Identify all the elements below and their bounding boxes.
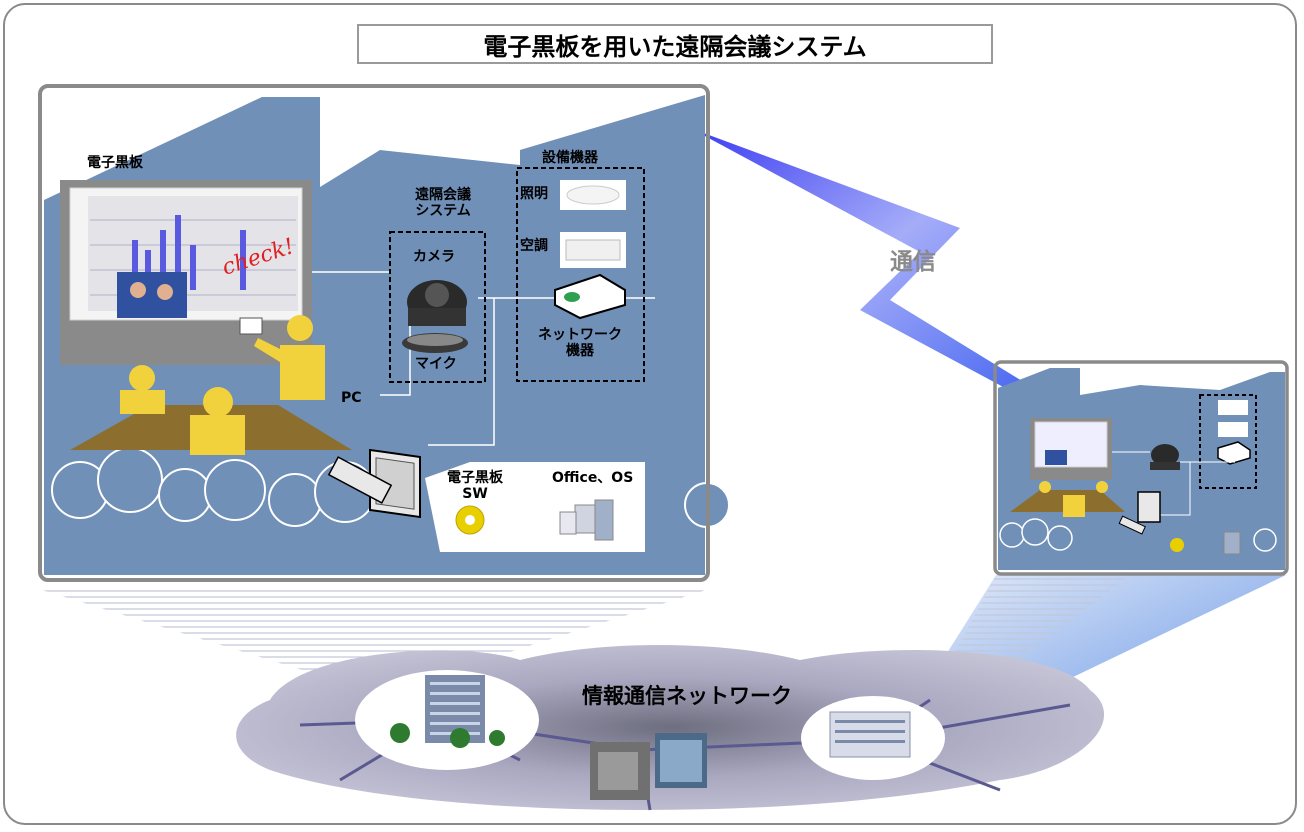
lighting-label: 照明: [520, 186, 548, 202]
office-os-label: Office、OS: [552, 470, 634, 486]
mic-label: マイク: [415, 356, 457, 372]
whiteboard-sw-label-line2: SW: [462, 486, 488, 503]
network-device-label-line1: ネットワーク: [538, 327, 622, 343]
title-box: 電子黒板を用いた遠隔会議システム: [357, 24, 993, 64]
small-room-panel: [998, 368, 1285, 570]
network-cloud: [236, 645, 1105, 811]
pc-label: PC: [341, 390, 362, 406]
remote-conf-label-line1: 遠隔会議: [415, 187, 471, 203]
communication-bolt: [690, 128, 1040, 396]
aircon-label: 空調: [520, 238, 548, 254]
whiteboard-sw-label-line1: 電子黒板: [447, 470, 503, 486]
communication-label: 通信: [890, 249, 936, 275]
facilities-label: 設備機器: [542, 150, 598, 166]
remote-conf-label-line2: システム: [415, 203, 471, 220]
diagram-title: 電子黒板を用いた遠隔会議システム: [483, 32, 867, 61]
whiteboard-label: 電子黒板: [87, 155, 143, 171]
remote-conf-label: 遠隔会議 システム: [399, 187, 487, 219]
large-room-panel: check!: [44, 95, 730, 575]
camera-label: カメラ: [413, 249, 455, 265]
whiteboard-sw-label: 電子黒板 SW: [440, 470, 510, 502]
network-device-label-line2: 機器: [566, 343, 594, 360]
info-network-label: 情報通信ネットワーク: [582, 684, 792, 708]
network-device-label: ネットワーク 機器: [518, 327, 642, 359]
beam-left: [42, 590, 706, 700]
